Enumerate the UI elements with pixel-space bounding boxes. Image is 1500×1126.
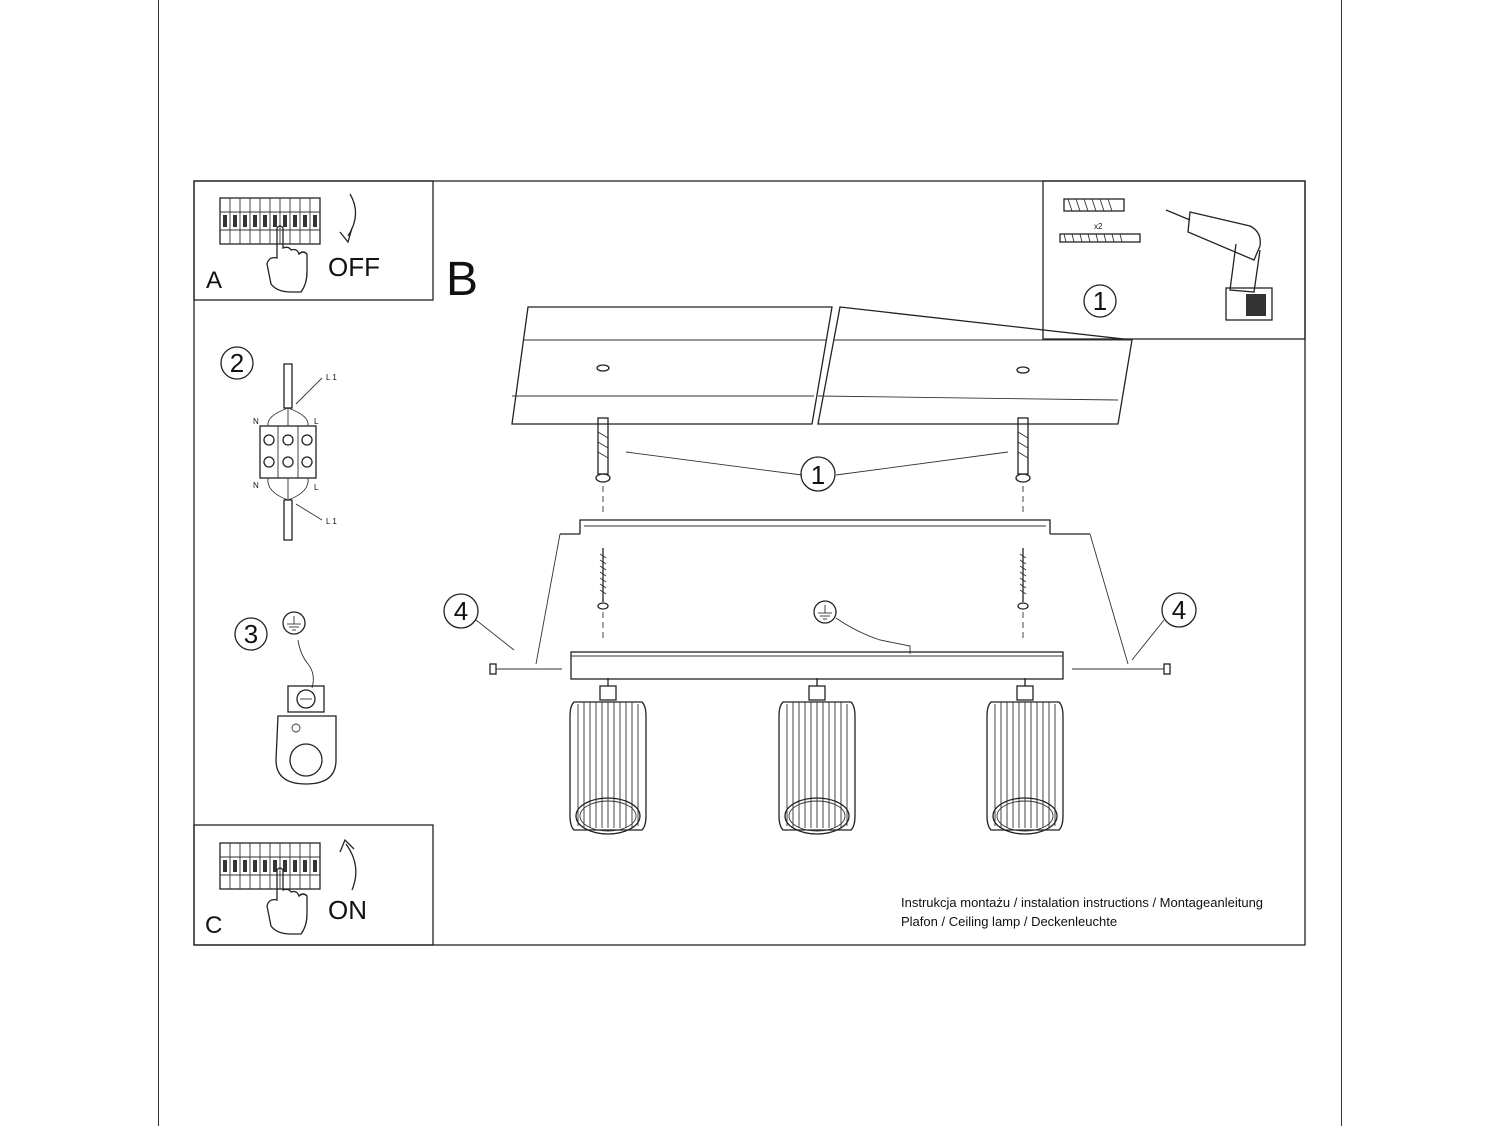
wire-n-bottom: N [253,481,259,490]
circuit-breaker-icon [219,842,321,890]
step-2-marker [220,346,254,380]
page-border-right [1341,0,1342,1126]
drill-hole-right [1016,366,1030,374]
arrow-up-icon [345,843,357,891]
step-4-number-right: 4 [1172,595,1186,625]
page-border-left [158,0,159,1126]
side-screw-left [489,663,562,675]
hand-icon [266,867,308,935]
step-3-marker [234,617,268,651]
ground-symbol-icon [282,611,306,635]
mounting-bracket [560,519,1090,535]
caption-line-1: Instrukcja montażu / instalation instruc… [901,895,1263,910]
tools-panel: x2 1 [1059,198,1273,321]
drill-icon [1165,209,1273,321]
wire-l-top: L [314,417,319,426]
panel-a-letter: A [206,267,222,294]
wire-l1-bottom: L 1 [326,517,337,526]
ceiling-slab [511,306,1133,425]
arrow-down-icon [347,193,357,237]
screw-icon [1059,233,1141,243]
lamp-shade-icon [986,677,1064,835]
hand-icon [266,225,308,293]
off-label: OFF [328,252,380,282]
drill-hole-left [596,364,610,372]
panel-b-letter: B [446,253,478,306]
step-1-callout-number: 1 [811,460,825,490]
side-screw-right [1072,663,1171,675]
lamp-shade-icon [778,677,856,835]
step-4-marker-left [443,593,479,629]
panel-a: A OFF [206,193,380,294]
wall-plug-icon [1015,417,1031,483]
diagram-frame [193,180,1306,946]
ground-terminal-icon [275,685,337,785]
screw-icon [597,547,609,610]
panel-c-frame [193,824,434,946]
terminal-block-icon [259,425,317,479]
quantity-label: x2 [1094,222,1103,231]
step-2-number: 2 [230,348,244,378]
screw-icon [1017,547,1029,610]
step-1-marker [1083,284,1117,318]
wire-n-top: N [253,417,259,426]
panel-c-letter: C [205,912,222,939]
wire-l-bottom: L [314,483,319,492]
tools-panel-frame [1042,180,1306,340]
on-label: ON [328,895,367,925]
lamp-shade-icon [569,677,647,835]
circuit-breaker-icon [219,197,321,245]
wiring-step: 2 L 1 N L N L L 1 [220,346,337,541]
panel-a-frame [193,180,434,301]
caption-line-2: Plafon / Ceiling lamp / Deckenleuchte [901,914,1117,929]
panel-c: C ON [205,838,367,939]
ground-step: 3 [234,611,337,785]
ground-symbol-icon [813,600,837,624]
step-1-callout [800,456,836,492]
step-4-number-left: 4 [454,596,468,626]
wall-plug-icon [1063,198,1125,212]
step-1-number: 1 [1093,286,1107,316]
step-4-marker-right [1161,592,1197,628]
wire-l1-top: L 1 [326,373,337,382]
step-3-number: 3 [244,619,258,649]
wall-plug-icon [595,417,611,483]
